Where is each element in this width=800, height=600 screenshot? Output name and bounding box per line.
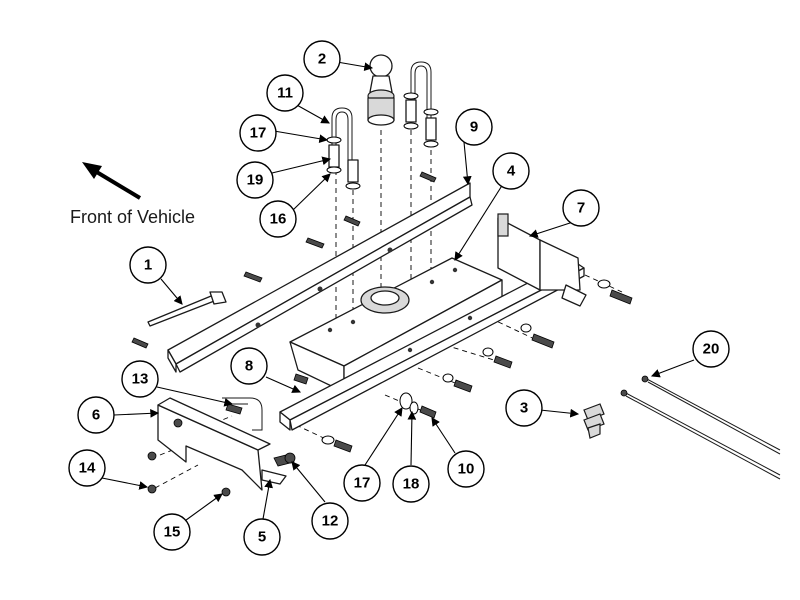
callout-12-label: 12 (322, 513, 339, 530)
callout-4-label: 4 (507, 163, 516, 180)
callout-1-label: 1 (144, 257, 152, 274)
callout-17-upper-label: 17 (250, 125, 267, 142)
callout-14-label: 14 (79, 460, 96, 477)
callout-10: 10 (447, 450, 485, 488)
callout-6: 6 (77, 396, 115, 434)
callout-5: 5 (243, 518, 281, 556)
callout-17-upper: 17 (239, 114, 277, 152)
part-6-bracket (157, 397, 287, 491)
callout-11: 11 (266, 74, 304, 112)
callout-19: 19 (236, 161, 274, 199)
part-9-rail (167, 182, 473, 373)
callout-13-label: 13 (132, 371, 149, 388)
part-8-rail (279, 259, 585, 431)
callout-3: 3 (505, 389, 543, 427)
callout-9: 9 (455, 108, 493, 146)
callout-3-label: 3 (520, 400, 528, 417)
loose-bolts (131, 171, 633, 497)
callout-4: 4 (492, 152, 530, 190)
callout-17-lower: 17 (343, 464, 381, 502)
callout-17-lower-label: 17 (354, 475, 371, 492)
callout-15: 15 (153, 513, 191, 551)
callout-18: 18 (392, 465, 430, 503)
callout-16-label: 16 (270, 211, 287, 228)
part-11-u-bolt-left (326, 107, 361, 190)
callout-20: 20 (692, 330, 730, 368)
callout-1: 1 (129, 246, 167, 284)
part-2-hitch-ball (367, 54, 395, 126)
callout-13: 13 (121, 360, 159, 398)
callout-leaders (96, 61, 695, 524)
callout-11-label: 11 (277, 85, 293, 102)
callout-14: 14 (68, 449, 106, 487)
front-of-vehicle-label: Front of Vehicle (70, 207, 195, 227)
callout-12: 12 (311, 502, 349, 540)
callout-18-label: 18 (403, 476, 420, 493)
callout-5-label: 5 (258, 529, 266, 546)
callout-15-label: 15 (164, 524, 181, 541)
callout-8-label: 8 (245, 358, 253, 375)
part-3-link (583, 403, 605, 439)
part-20-rods (620, 375, 781, 480)
callout-8: 8 (230, 347, 268, 385)
front-of-vehicle-indicator: Front of Vehicle (70, 162, 195, 227)
callout-10-label: 10 (458, 461, 475, 478)
part-1-bracket (147, 291, 227, 327)
callout-19-label: 19 (247, 172, 264, 189)
callout-6-label: 6 (92, 407, 100, 424)
callout-2-label: 2 (318, 51, 326, 68)
callout-7-label: 7 (577, 200, 585, 217)
callout-7: 7 (562, 189, 600, 227)
callout-16: 16 (259, 200, 297, 238)
right-u-bolt (403, 61, 439, 148)
direction-arrowhead (82, 162, 102, 179)
callout-2: 2 (303, 40, 341, 78)
direction-arrow (88, 166, 142, 200)
callout-20-label: 20 (703, 341, 720, 358)
callout-9-label: 9 (470, 119, 478, 136)
